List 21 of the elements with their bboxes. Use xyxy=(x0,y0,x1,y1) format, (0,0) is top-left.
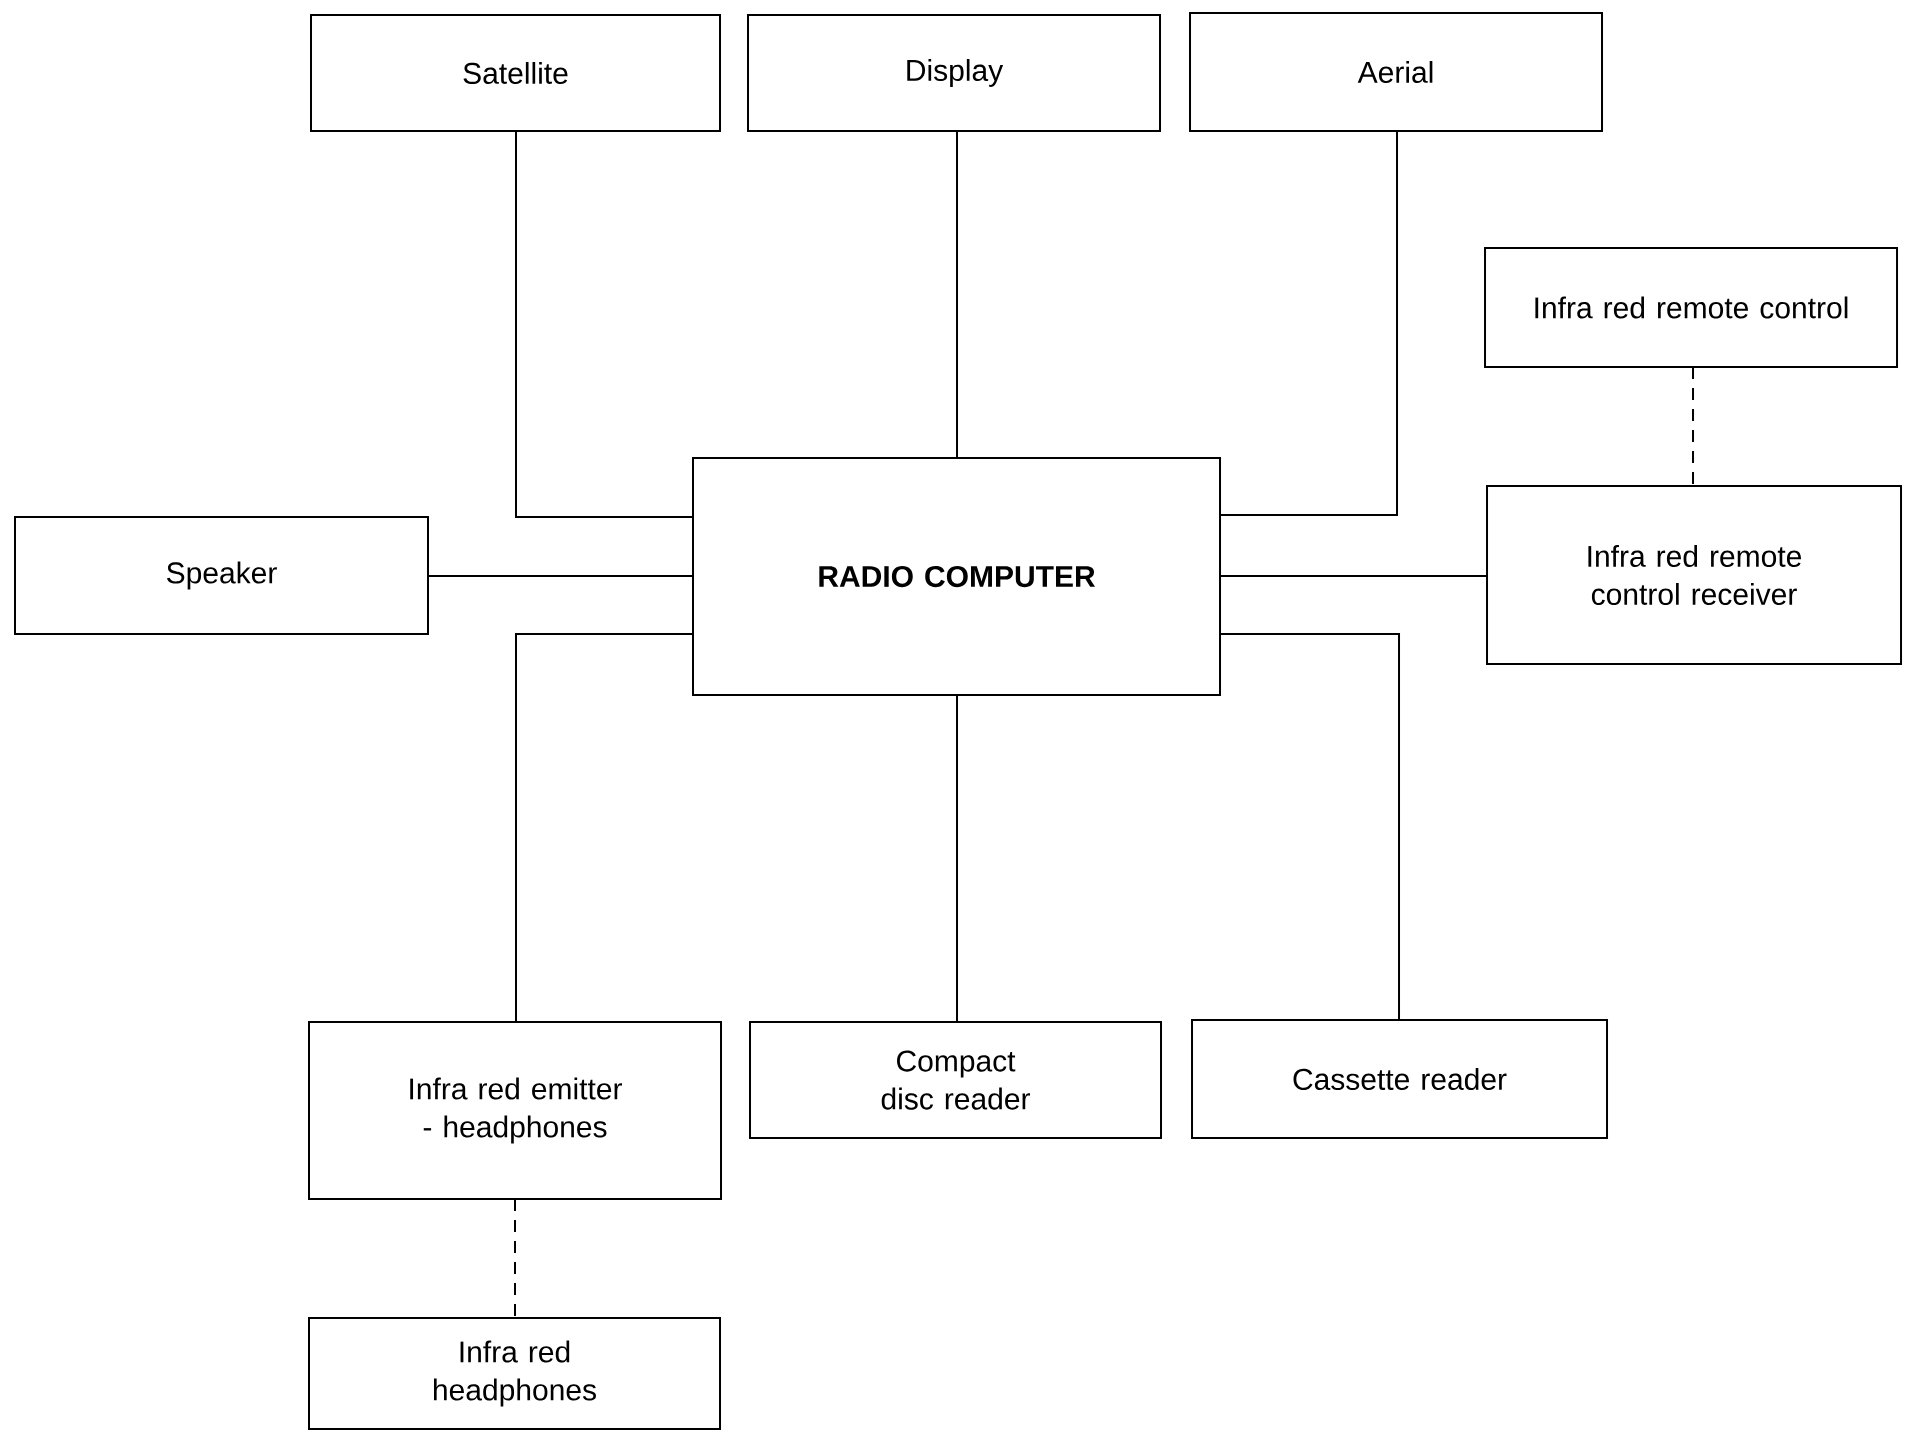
component-box: Infra red emitter - headphones xyxy=(308,1021,722,1200)
component-box: Speaker xyxy=(14,516,429,635)
connector-line xyxy=(956,130,958,459)
connector-line xyxy=(514,1198,516,1319)
component-box: Infra red remote control receiver xyxy=(1486,485,1903,665)
connector-line xyxy=(515,633,694,1023)
connector-line xyxy=(1219,575,1488,577)
component-box: Infra red remote control xyxy=(1484,247,1899,368)
connector-line xyxy=(427,575,694,577)
connector-line xyxy=(1692,366,1694,487)
connector-line xyxy=(1219,633,1400,1021)
connector-line xyxy=(515,130,694,518)
connector-line xyxy=(1219,130,1398,516)
component-box: Aerial xyxy=(1189,12,1603,132)
component-box: Satellite xyxy=(310,14,721,132)
component-box: Compact disc reader xyxy=(749,1021,1162,1139)
component-box: Cassette reader xyxy=(1191,1019,1608,1139)
component-box: Infra red headphones xyxy=(308,1317,721,1430)
connector-line xyxy=(956,694,958,1023)
component-box: Display xyxy=(747,14,1161,132)
main-box: RADIO COMPUTER xyxy=(692,457,1221,696)
